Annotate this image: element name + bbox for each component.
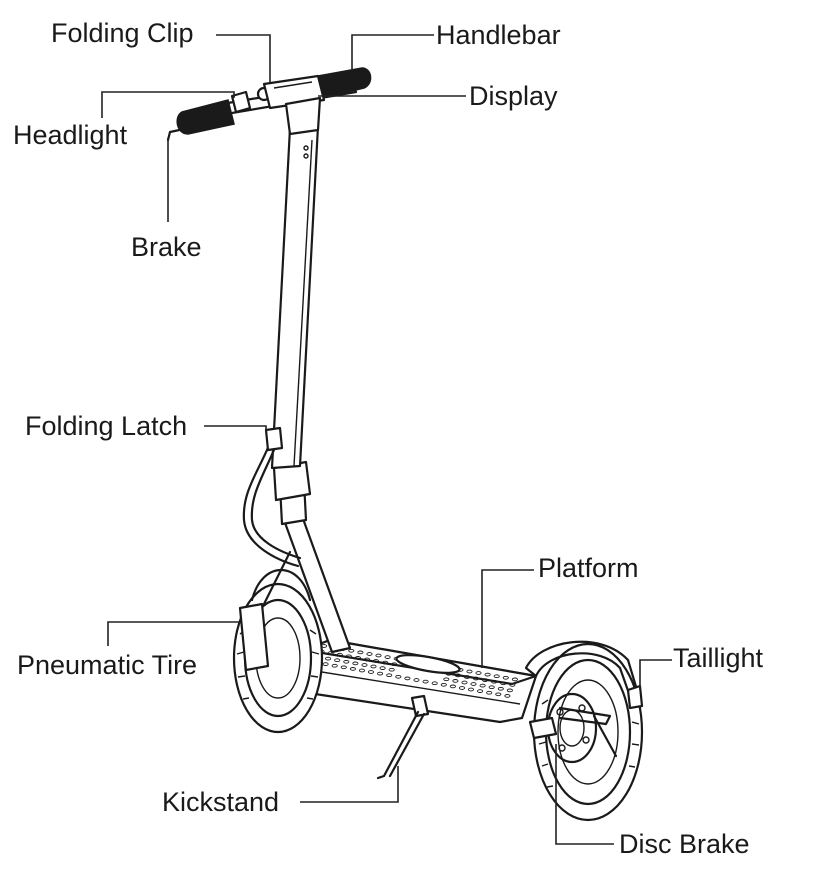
grip-dot (366, 652, 373, 656)
leader-platform (481, 569, 534, 668)
grip-dot (475, 671, 482, 675)
grip-dot (404, 676, 411, 681)
grip-dot (458, 686, 466, 690)
grip-dot (431, 681, 438, 686)
grip-dot (345, 654, 352, 659)
grip-dot (506, 688, 513, 693)
label-disc-brake: Disc Brake (619, 829, 750, 859)
label-headlight: Headlight (13, 120, 128, 150)
label-platform: Platform (538, 553, 639, 583)
grip-dot (388, 667, 395, 672)
grip-dot (357, 650, 364, 655)
grip-dot (509, 683, 516, 687)
grip-dot (467, 687, 475, 692)
grip-dot (493, 674, 500, 679)
grip-dot (343, 659, 350, 664)
label-pneumatic-tire: Pneumatic Tire (17, 650, 198, 680)
grip-dot (367, 670, 375, 674)
grip-dot (372, 659, 380, 663)
grip-dot (470, 682, 477, 686)
grip-dot (484, 672, 491, 677)
left-grip (166, 99, 235, 142)
folding-latch-cable (242, 426, 302, 568)
grip-dot (340, 665, 347, 670)
grip-dot (327, 651, 334, 655)
grip-dot (511, 677, 518, 682)
grip-dot (495, 692, 502, 697)
grip-dot (361, 663, 368, 667)
grip-dot (497, 686, 504, 691)
grip-dot (379, 666, 386, 670)
leader-folding-clip (216, 34, 271, 82)
leader-pneumatic-tire (107, 621, 240, 646)
leader-disc-brake (555, 744, 614, 845)
grip-dot (504, 694, 511, 698)
grip-dot (482, 678, 489, 682)
grip-dot (500, 681, 507, 686)
grip-dot (488, 685, 495, 690)
leader-lines (101, 34, 672, 845)
grip-dot (395, 674, 402, 679)
grip-dot (375, 653, 382, 658)
grip-dot (354, 656, 361, 660)
grip-dot (472, 676, 480, 681)
grip-dot (477, 689, 484, 693)
right-grip (317, 67, 372, 99)
grip-dot (331, 663, 338, 668)
kickstand (376, 694, 430, 780)
leader-kickstand (300, 766, 399, 803)
grip-dot (358, 668, 366, 673)
grip-dot (486, 690, 493, 695)
grip-dot (334, 658, 341, 663)
grip-dot (336, 652, 343, 657)
grip-dot (422, 679, 429, 684)
grip-dot (384, 655, 391, 659)
grip-dot (370, 664, 377, 669)
leader-folding-latch (204, 425, 267, 432)
grip-dot (352, 661, 359, 666)
frame-neck (272, 460, 352, 654)
grip-dot (491, 679, 498, 684)
grip-dot (443, 677, 450, 682)
grip-dot (413, 678, 420, 682)
disc-brake-rotor (528, 692, 618, 764)
grip-dot (349, 667, 356, 671)
grip-dot (449, 684, 456, 689)
grip-dot (382, 660, 389, 665)
grip-dot (440, 682, 447, 687)
grip-dot (502, 675, 509, 680)
grip-dot (348, 648, 355, 653)
grip-dot (377, 671, 384, 676)
label-taillight: Taillight (673, 643, 764, 673)
rear-wheel (524, 640, 644, 822)
grip-dot (322, 662, 329, 666)
label-kickstand: Kickstand (162, 787, 280, 817)
grip-dot (466, 669, 473, 674)
label-folding-latch: Folding Latch (25, 411, 188, 441)
front-wheel (232, 550, 324, 734)
label-brake: Brake (131, 232, 202, 262)
grip-dot (454, 673, 461, 678)
handlebar (166, 67, 372, 159)
grip-dot (391, 662, 398, 667)
leader-handlebar (351, 34, 434, 70)
grip-dot (479, 683, 486, 688)
label-folding-clip: Folding Clip (51, 18, 194, 48)
grip-dot (452, 679, 459, 683)
grip-dot (461, 680, 468, 685)
label-display: Display (469, 81, 558, 111)
grip-dot (463, 675, 471, 679)
stem (270, 124, 320, 470)
grip-dot (325, 656, 332, 661)
grip-dot (363, 657, 371, 662)
leader-headlight (101, 91, 235, 118)
grip-dot (386, 673, 393, 678)
label-handlebar: Handlebar (436, 20, 561, 50)
leader-taillight (639, 659, 672, 690)
